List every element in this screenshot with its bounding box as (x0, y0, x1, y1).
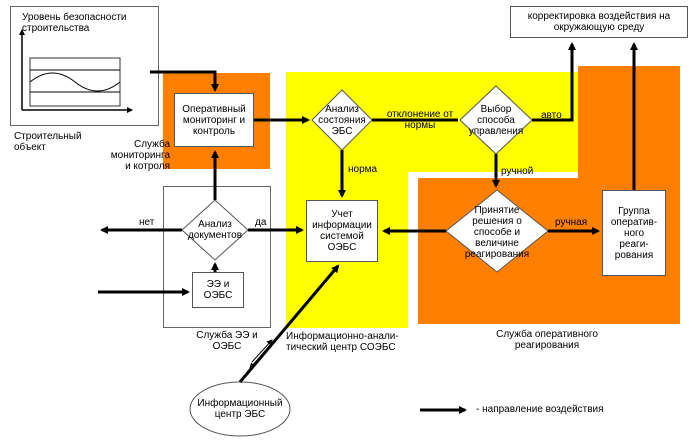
thin-arrow-up (251, 339, 273, 363)
manual-response-label: ручная (555, 217, 588, 228)
construction-object-label: Строительный объект (14, 131, 82, 153)
correction-box[interactable]: корректировка воздействия на окружающую … (510, 6, 688, 38)
documents-analysis-diamond[interactable] (181, 199, 249, 261)
response-decision-label: Принятие решения о способе и величине ре… (464, 204, 530, 260)
analytics-center-label: Информационно-анали- тический центр СОЭБ… (286, 331, 399, 353)
monitoring-service-label: Служба мониторинга и котроля (110, 139, 170, 172)
ops-service-region-top (578, 66, 680, 180)
response-decision-diamond[interactable] (445, 189, 549, 273)
arrow-auto-to-correction (532, 42, 576, 122)
legend-label: - направление воздействия (476, 404, 604, 415)
ops-monitoring-box[interactable]: Оперативный мониторинг и контроль (174, 93, 254, 147)
response-group-box[interactable]: Группа оператив- ного реаги- рования (602, 190, 666, 276)
state-analysis-label: Анализ состояния ЭБС (318, 103, 366, 137)
arrow-center-to-account (238, 264, 340, 383)
info-account-box[interactable]: Учет информации системой ОЭБС (306, 200, 378, 262)
documents-analysis-label: Анализ документов (187, 219, 243, 241)
ops-service-label: Служба оперативного реагирования (496, 329, 598, 351)
arrow-object-to-monitoring (150, 70, 219, 92)
deviation-label: отклонение от нормы (386, 109, 454, 131)
manual-label: ручной (501, 166, 534, 177)
ee-oebs-box[interactable]: ЭЭ и ОЭБС (192, 272, 244, 308)
ebs-info-center-label: Информационный центр ЭБС (197, 398, 283, 420)
control-choice-label: Выбор способа управления (468, 103, 524, 137)
safety-level-chart (19, 29, 133, 113)
norm-label: норма (348, 164, 378, 175)
thin-arrow-down (249, 345, 271, 369)
documents-no-label: нет (139, 217, 155, 228)
auto-label: авто (541, 110, 562, 121)
safety-level-title: Уровень безопасности строительства (22, 12, 127, 34)
documents-yes-label: да (255, 217, 267, 228)
ee-service-label: Служба ЭЭ и ОЭБС (196, 330, 258, 352)
